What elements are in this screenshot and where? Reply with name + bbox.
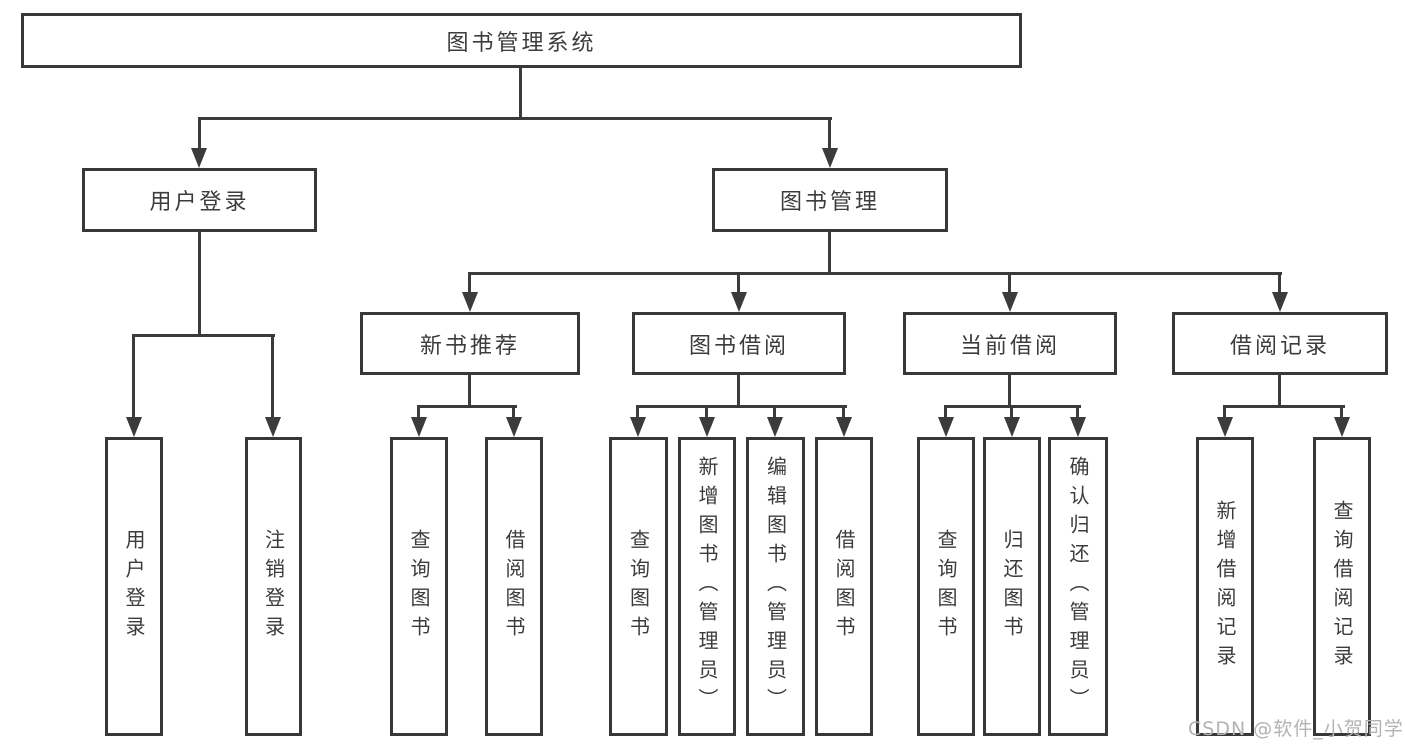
arrow-down-icon — [630, 417, 646, 437]
leaf-add-book-admin: 新增图书（管理员） — [678, 437, 736, 736]
leaf-add-book-admin-label: 新增图书（管理员） — [695, 456, 719, 717]
leaf-edit-book-admin-label: 编辑图书（管理员） — [763, 456, 788, 717]
leaf-query-books-recommend: 查询图书 — [390, 437, 448, 736]
csdn-watermark: CSDN @软件_小贺同学 — [1188, 718, 1404, 740]
node-new-book-recommend: 新书推荐 — [360, 312, 580, 375]
arrow-down-icon — [265, 417, 281, 437]
node-user-login-label: 用户登录 — [149, 190, 250, 215]
connector-vline — [773, 405, 776, 419]
leaf-query-books-borrowing-label: 查询图书 — [626, 528, 651, 645]
connector-vline — [1010, 405, 1013, 419]
connector-vline — [1340, 405, 1343, 419]
leaf-return-books-label: 归还图书 — [1000, 528, 1024, 645]
node-library-system: 图书管理系统 — [21, 13, 1022, 68]
arrow-down-icon — [462, 292, 478, 312]
arrow-down-icon — [1002, 292, 1018, 312]
connector-hline — [417, 405, 517, 408]
connector-hline — [198, 117, 832, 120]
connector-vline — [1278, 373, 1281, 408]
connector-vline — [519, 67, 522, 119]
leaf-add-borrow-record-label: 新增借阅记录 — [1213, 499, 1237, 674]
connector-vline — [705, 405, 708, 419]
arrow-down-icon — [767, 417, 783, 437]
connector-vline — [468, 373, 471, 408]
connector-vline — [1223, 405, 1226, 419]
node-book-borrowing: 图书借阅 — [632, 312, 846, 375]
leaf-borrow-books-recommend: 借阅图书 — [485, 437, 543, 736]
connector-vline — [828, 230, 831, 274]
connector-vline — [1008, 272, 1011, 296]
connector-vline — [468, 272, 471, 296]
leaf-add-borrow-record: 新增借阅记录 — [1196, 437, 1254, 736]
arrow-down-icon — [836, 417, 852, 437]
connector-vline — [132, 334, 135, 419]
leaf-query-books-borrowing: 查询图书 — [609, 437, 668, 736]
node-borrowing-records-label: 借阅记录 — [1229, 333, 1330, 359]
connector-vline — [842, 405, 845, 419]
node-book-borrowing-label: 图书借阅 — [688, 333, 789, 359]
connector-hline — [132, 334, 275, 337]
arrow-down-icon — [1070, 417, 1086, 437]
node-user-login: 用户登录 — [82, 168, 317, 232]
connector-vline — [1008, 373, 1011, 408]
leaf-borrow-books-borrowing: 借阅图书 — [815, 437, 873, 736]
connector-hline — [636, 405, 847, 408]
arrow-down-icon — [731, 292, 747, 312]
leaf-query-books-recommend-label: 查询图书 — [407, 528, 431, 645]
leaf-logout-label: 注销登录 — [261, 528, 286, 645]
connector-vline — [198, 117, 201, 151]
arrow-down-icon — [1004, 417, 1020, 437]
leaf-confirm-return-admin-label: 确认归还（管理员） — [1066, 456, 1090, 717]
arrow-down-icon — [191, 148, 207, 168]
leaf-borrow-books-borrowing-label: 借阅图书 — [832, 528, 856, 645]
connector-hline — [1223, 405, 1345, 408]
leaf-borrow-books-recommend-label: 借阅图书 — [502, 528, 526, 645]
leaf-user-login: 用户登录 — [105, 437, 163, 736]
node-new-book-recommend-label: 新书推荐 — [419, 333, 520, 359]
connector-vline — [636, 405, 639, 419]
arrow-down-icon — [411, 417, 427, 437]
leaf-query-books-current-label: 查询图书 — [934, 528, 958, 645]
connector-vline — [737, 272, 740, 296]
leaf-query-borrow-record-label: 查询借阅记录 — [1330, 499, 1354, 674]
node-book-management: 图书管理 — [712, 168, 948, 232]
connector-vline — [417, 405, 420, 419]
leaf-return-books: 归还图书 — [983, 437, 1041, 736]
arrow-down-icon — [1217, 417, 1233, 437]
connector-vline — [1278, 272, 1281, 296]
node-current-borrowing-label: 当前借阅 — [959, 333, 1060, 359]
node-book-management-label: 图书管理 — [779, 190, 880, 215]
node-library-system-label: 图书管理系统 — [446, 30, 597, 56]
connector-vline — [512, 405, 515, 419]
connector-vline — [1076, 405, 1079, 419]
leaf-logout: 注销登录 — [245, 437, 302, 736]
leaf-query-books-current: 查询图书 — [917, 437, 975, 736]
arrow-down-icon — [126, 417, 142, 437]
connector-vline — [198, 230, 201, 336]
arrow-down-icon — [1334, 417, 1350, 437]
arrow-down-icon — [938, 417, 954, 437]
arrow-down-icon — [699, 417, 715, 437]
node-current-borrowing: 当前借阅 — [903, 312, 1117, 375]
connector-vline — [944, 405, 947, 419]
leaf-user-login-label: 用户登录 — [122, 528, 146, 645]
connector-vline — [828, 117, 831, 151]
connector-vline — [737, 373, 740, 408]
arrow-down-icon — [506, 417, 522, 437]
leaf-edit-book-admin: 编辑图书（管理员） — [746, 437, 805, 736]
arrow-down-icon — [1272, 292, 1288, 312]
connector-hline — [468, 272, 1282, 275]
arrow-down-icon — [822, 148, 838, 168]
leaf-query-borrow-record: 查询借阅记录 — [1313, 437, 1371, 736]
node-borrowing-records: 借阅记录 — [1172, 312, 1388, 375]
leaf-confirm-return-admin: 确认归还（管理员） — [1048, 437, 1108, 736]
connector-vline — [271, 334, 274, 419]
